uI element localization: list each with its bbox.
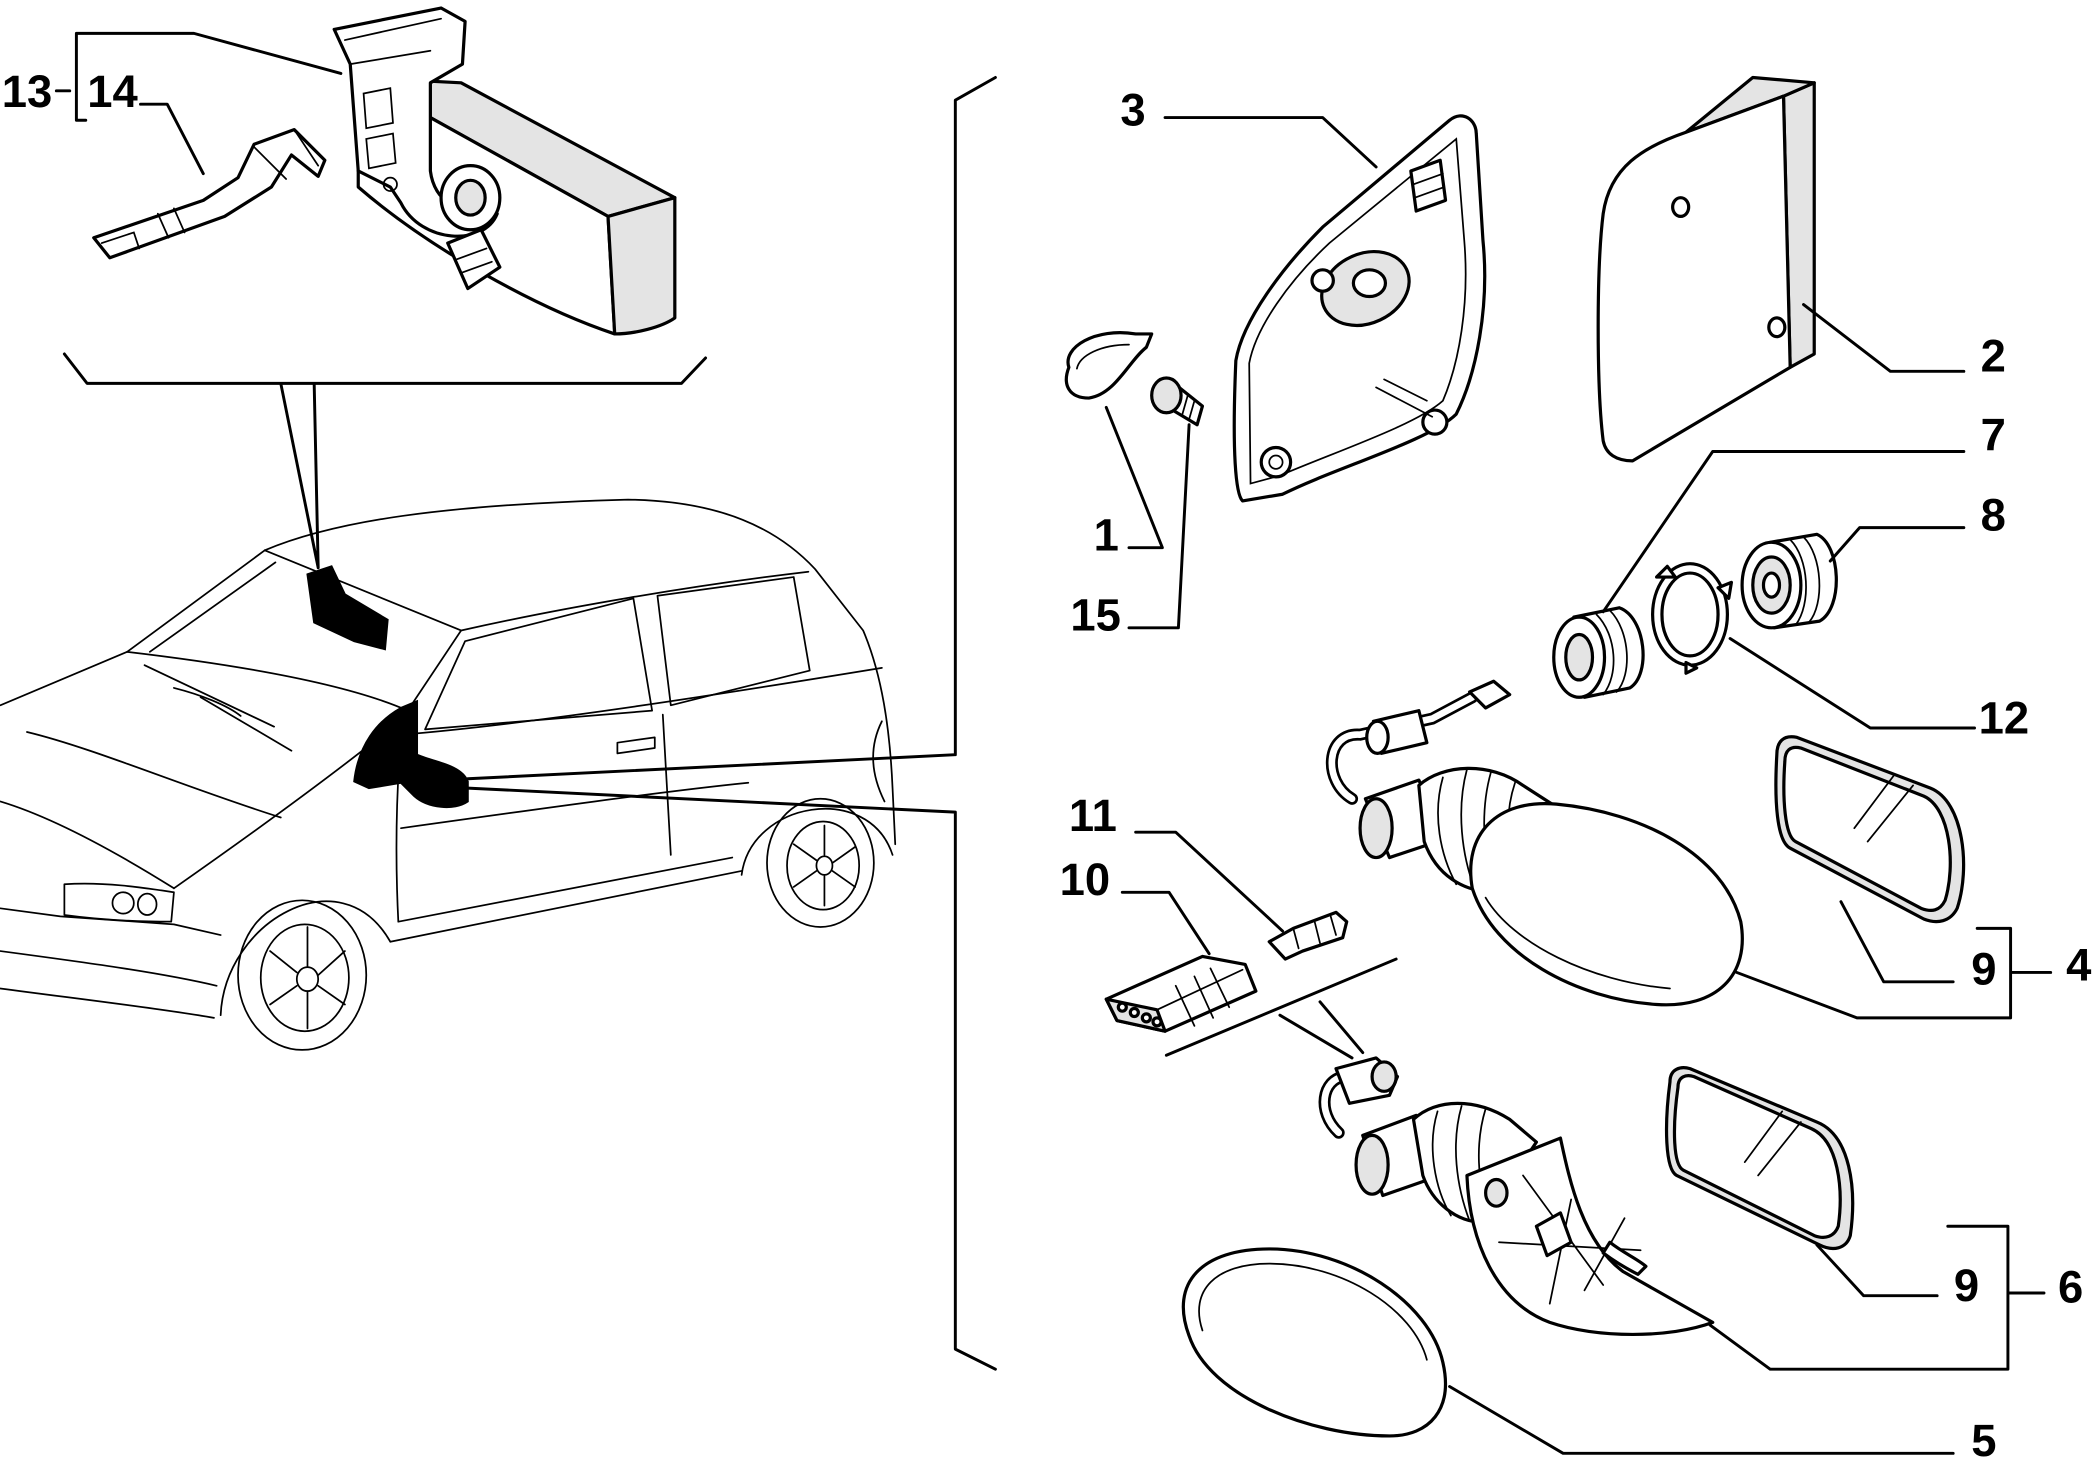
leader-interior-mirror-to-car: [62, 352, 708, 570]
leader-7: [1601, 450, 1966, 614]
callout-5: 5: [1971, 1415, 1996, 1464]
connection-arrow-lines: [1278, 1000, 1365, 1060]
leader-9-upper: [1839, 900, 1955, 984]
part-retaining-ring: [1650, 562, 1734, 675]
car-side-mirror-highlight: [353, 699, 469, 809]
callout-1: 1: [1094, 509, 1119, 560]
callout-4: 4: [2066, 939, 2092, 990]
callout-6: 6: [2058, 1261, 2083, 1312]
callout-8: 8: [1981, 489, 2006, 540]
leader-8: [1828, 526, 1966, 563]
part-connector: [1104, 954, 1258, 1033]
callout-7: 7: [1981, 409, 2006, 460]
callout-10: 10: [1060, 854, 1111, 905]
bracket-4: [1735, 926, 2053, 1020]
bracket-6: [1708, 1224, 2046, 1371]
leader-10: [1120, 890, 1211, 956]
part-mirror-body-upper: [1325, 679, 1744, 1007]
callout-2: 2: [1981, 330, 2006, 381]
part-adjuster-knob: [1740, 532, 1838, 630]
part-mirror-body-lower: [1318, 1056, 1715, 1336]
part-mirror-cover: [1181, 1247, 1448, 1438]
leader-15: [1127, 423, 1191, 630]
separator-line: [1164, 957, 1398, 1057]
part-interior-rearview-mirror: [332, 6, 677, 336]
part-mirror-glass-upper: [1774, 735, 1966, 924]
leader-12: [1728, 637, 1976, 730]
leader-1: [1104, 405, 1164, 550]
leader-9-lower: [1815, 1243, 1939, 1298]
leader-14: [139, 102, 205, 176]
callout-14: 14: [87, 66, 138, 117]
car-rearview-mirror-highlight: [306, 565, 389, 651]
part-mirror-glass-plate: [1596, 75, 1816, 463]
part-mirror-back-plate: [1232, 114, 1487, 503]
callout-15: 15: [1070, 589, 1121, 640]
callout-9-lower: 9: [1954, 1260, 1979, 1311]
leader-2: [1802, 303, 1966, 373]
callout-13: 13: [2, 66, 53, 117]
callout-9-upper: 9: [1971, 943, 1996, 994]
leader-side-mirror-bracket: [466, 76, 997, 1371]
leader-11: [1134, 830, 1285, 933]
leader-3: [1163, 116, 1378, 169]
part-clip: [1064, 331, 1154, 400]
car-illustration: [0, 498, 897, 1051]
leader-5: [1448, 1385, 1955, 1455]
callout-12: 12: [1979, 692, 2030, 743]
leader-13: [54, 31, 343, 122]
callout-3: 3: [1120, 85, 1145, 136]
part-screw: [1150, 376, 1205, 427]
part-mirror-glass-lower: [1664, 1066, 1855, 1251]
part-motor-cylinder: [1552, 606, 1645, 699]
part-terminal: [1267, 910, 1349, 961]
part-mirror-strap: [92, 127, 327, 260]
callout-11: 11: [1069, 790, 1117, 841]
